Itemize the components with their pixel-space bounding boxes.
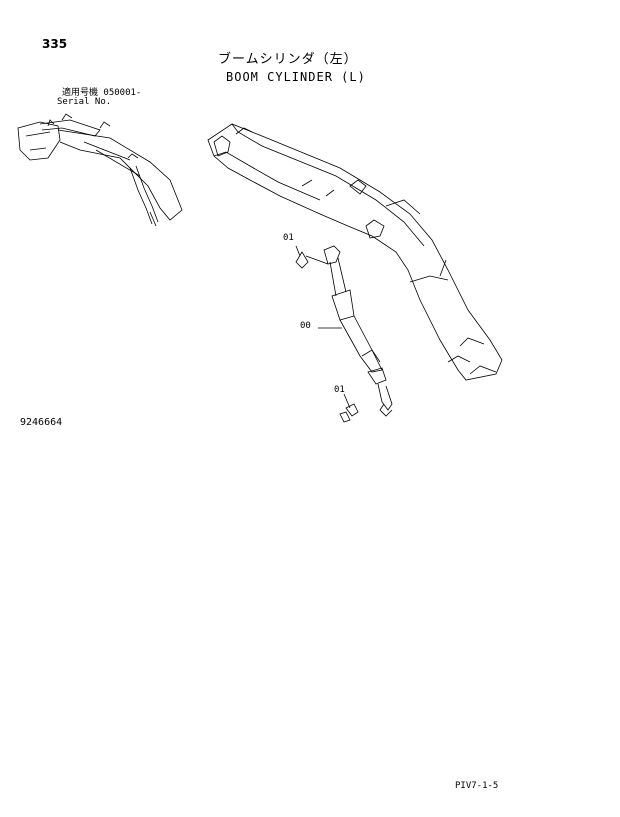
page-number: 335 <box>42 37 68 51</box>
callout-pin-bottom: 01 <box>334 385 345 395</box>
serial-range-japanese: 適用号機 050001- <box>62 88 142 98</box>
boom-cylinder-drawing <box>296 246 392 422</box>
serial-label-english: Serial No. <box>57 97 112 107</box>
figure-number: 9246664 <box>20 417 63 428</box>
page-title-english: BOOM CYLINDER (L) <box>226 70 366 84</box>
overview-diagram <box>18 114 182 226</box>
page-code: PIV7-1-5 <box>455 781 499 791</box>
page-title-japanese: ブームシリンダ（左） <box>218 52 358 67</box>
boom-arm-drawing <box>208 124 502 380</box>
callout-pin-top: 01 <box>283 233 294 243</box>
callout-cylinder: 00 <box>300 321 311 331</box>
